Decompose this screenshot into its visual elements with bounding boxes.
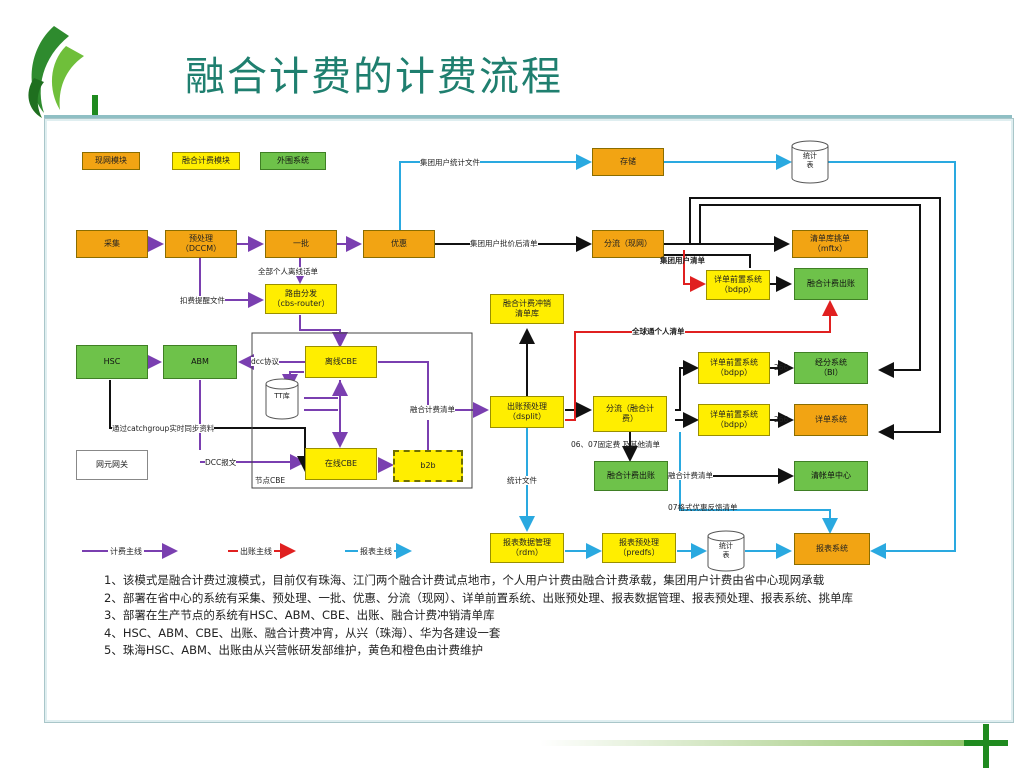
cylinder-bottom-cap [707,530,745,542]
cylinder-bottom-body [707,536,745,572]
node-cbe-frame [251,332,473,489]
arrow-split-detail [689,197,941,440]
label-266-a: 266 [774,363,789,372]
note-item: 4、HSC、ABM、CBE、出账、融合计费冲宵，从兴（珠海）、华为各建设一套 [104,625,501,640]
label-group-after-price: 集团用户批价后清单 [470,239,538,248]
box-offline-cbe: 离线CBE [305,346,377,378]
label-catchgroup: 通过catchgroup实时同步资料 [112,424,215,433]
arrow-route-offline [299,315,348,348]
box-split-current: 分流（现网） [592,230,664,258]
note-item: 1、该模式是融合计费过渡模式，目前仅有珠海、江门两个融合计费试点地市，个人用户计… [104,573,825,587]
cylinder-top-body [791,146,829,184]
arrow-preprocess-route [199,258,264,308]
box-collect: 采集 [76,230,148,258]
box-bi: 经分系统 （BI） [794,352,868,384]
box-hsc: HSC [76,345,148,379]
cylinder-tt-label: TT库 [274,392,290,400]
label-stat-file: 统计文件 [507,476,537,485]
link-split-group [664,254,751,268]
label-fusion-fee-list: 融合计费清单 [668,471,713,480]
box-b2b: b2b [393,450,463,482]
plus-decoration-horizontal [964,740,1008,746]
box-abm: ABM [163,345,237,379]
label-266-b: 266 [774,415,789,424]
box-detail-pre-bdpp-1: 详单前置系统 （bdpp） [706,270,770,300]
box-fusion-account-top: 融合计费出账 [794,268,868,300]
label-node-cbe: 节点CBE [255,476,286,485]
label-dcc-protocol: dcc协议 [251,357,280,366]
box-report-data-mgmt: 报表数据管理 （rdm） [490,533,564,563]
box-route: 路由分发 （cbs-router） [265,284,337,314]
label-fusion-list: 融合计费清单 [410,405,455,414]
arrow-split-bdpp1 [683,250,706,292]
label-fixed-fee: 06、07固定费 及其他清单 [571,440,660,449]
box-fusion-account-bottom: 融合计费出账 [594,461,668,491]
box-online-cbe: 在线CBE [305,448,377,480]
arrow-dsplit-account [565,300,838,421]
arrow-split-bdpp2 [675,360,699,411]
box-detail-pre-bdpp-3: 详单前置系统 （bdpp） [698,404,770,436]
box-account-pre: 出账预处理 （dsplit） [490,396,564,428]
panel-top-border [44,115,1012,118]
box-split-fusion: 分流（融合计 费） [593,396,667,432]
box-ne-gateway: 网元网关 [76,450,148,480]
note-item: 5、珠海HSC、ABM、出账由从兴营帐研发部维护，黄色和橙色由计费维护 [104,643,483,657]
box-detail-system: 详单系统 [794,404,868,436]
legend-billing-label: 计费主线 [108,546,144,557]
cylinder-tt-cap [265,378,299,390]
cylinder-top-label: 统计表 [803,152,817,169]
legend-accounting-label: 出账主线 [238,546,274,557]
arrow-discount-storage [399,154,592,232]
box-preprocess: 预处理 （DCCM） [165,230,237,258]
legend-fusion-box: 融合计费模块 [172,152,240,170]
cylinder-top-cap [791,140,829,152]
arrow-stat-report [828,161,956,559]
box-detail-pre-bdpp-2: 详单前置系统 （bdpp） [698,352,770,384]
arrow-offline-dsplit [378,361,489,418]
notes-list: 1、该模式是融合计费过渡模式，目前仅有珠海、江门两个融合计费试点地市，个人用户计… [104,572,964,660]
cylinder-tt-body [265,384,299,420]
note-item: 2、部署在省中心的系统有采集、预处理、一批、优惠、分流（现网）、详单前置系统、出… [104,590,854,605]
arrow-split-bi [699,204,921,378]
leaf-logo-icon [28,26,84,118]
box-fusion-offset-lib: 融合计费冲销 清单库 [490,294,564,324]
label-format07: 07格式优惠反馈清单 [668,503,738,512]
label-all-personal-offline: 全部个人离线话单 [258,267,318,276]
label-dcc-message: DCC报文 [205,458,237,467]
cylinder-bottom-label: 统计表 [719,542,733,559]
legend-existing-box: 现网模块 [82,152,140,170]
box-batch1: 一批 [265,230,337,258]
plus-decoration-vertical [983,724,989,768]
box-clear-center: 清帐单中心 [794,461,868,491]
legend-report-label: 报表主线 [358,546,394,557]
label-group-list: 集团用户清单 [660,256,705,265]
note-item: 3、部署在生产节点的系统有HSC、ABM、CBE、出账、融合计费冲销清单库 [104,608,495,622]
box-report-system: 报表系统 [794,533,870,565]
label-deduct-file: 扣费提醒文件 [180,296,225,305]
corner-decoration [92,95,98,117]
page-title: 融合计费的计费流程 [185,54,563,100]
box-discount: 优惠 [363,230,435,258]
box-report-pre: 报表预处理 （predfs） [602,533,676,563]
label-global-personal: 全球通个人清单 [632,327,685,336]
legend-external-box: 外围系统 [260,152,326,170]
label-group-stat-file: 集团用户统计文件 [420,158,480,167]
box-storage: 存储 [592,148,664,176]
bottom-gradient-line [540,740,980,746]
box-detail-lib-mftx: 清单库挑单 （mftx） [792,230,868,258]
